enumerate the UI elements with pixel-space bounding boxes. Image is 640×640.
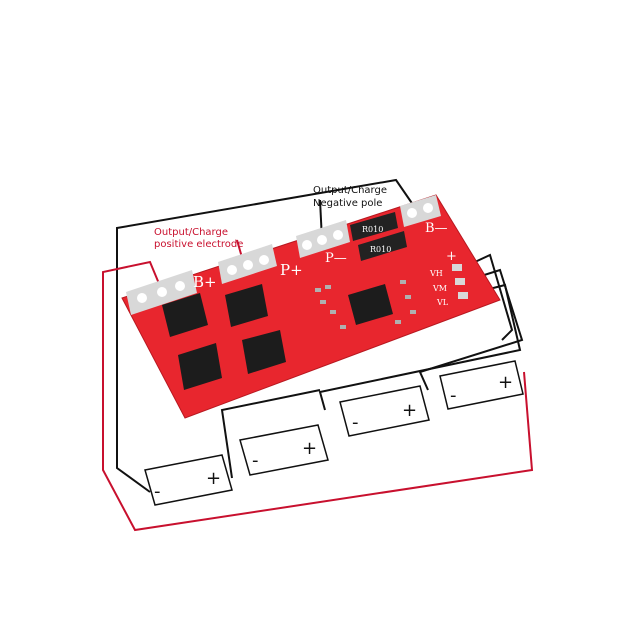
svg-text:-: - xyxy=(154,481,161,502)
svg-text:-: - xyxy=(252,450,259,471)
svg-text:R010: R010 xyxy=(370,245,391,254)
negative-annotation-line2: Negative pole xyxy=(313,198,382,209)
mosfets xyxy=(162,284,286,390)
mosfet xyxy=(242,330,286,374)
smd-components xyxy=(315,280,416,329)
b-plus-label: B+ xyxy=(193,273,217,291)
battery-cell: - + xyxy=(339,385,430,437)
vm-wire xyxy=(418,268,524,391)
pad-holes xyxy=(137,203,433,303)
svg-text:+: + xyxy=(206,468,221,489)
battery-cell: - + xyxy=(144,454,233,506)
b-minus-pad xyxy=(400,195,441,227)
mosfet xyxy=(162,293,208,337)
svg-text:+: + xyxy=(302,438,317,459)
b-minus-label: B— xyxy=(425,221,448,236)
negative-wire xyxy=(116,178,419,493)
svg-text:-: - xyxy=(352,412,359,433)
series-link-1 xyxy=(220,389,321,479)
vh-label: VH xyxy=(429,269,443,278)
svg-text:-: - xyxy=(450,385,457,406)
vl-label: VL xyxy=(436,298,449,307)
mosfet xyxy=(225,284,268,327)
p-minus-label: P— xyxy=(325,251,347,266)
negative-annotation-line1: Output/Charge xyxy=(313,185,387,196)
protection-ic xyxy=(348,284,393,325)
vm-label: VM xyxy=(432,284,447,293)
svg-text:+: + xyxy=(498,372,513,393)
shunt-resistor: R010 xyxy=(358,231,407,261)
shunt-resistor: R010 xyxy=(350,212,398,241)
mosfet xyxy=(178,343,222,390)
positive-annotation-line1: Output/Charge xyxy=(154,227,228,238)
p-plus-label: P+ xyxy=(280,261,303,279)
positive-annotation-line2: positive electrode xyxy=(154,239,243,250)
balance-pads xyxy=(452,264,468,299)
positive-wire xyxy=(102,260,534,532)
svg-text:+: + xyxy=(402,400,417,421)
battery-cell: - + xyxy=(239,424,329,476)
svg-text:R010: R010 xyxy=(362,225,383,234)
battery-cell: - + xyxy=(439,360,524,410)
balance-plus-label: + xyxy=(446,249,457,264)
